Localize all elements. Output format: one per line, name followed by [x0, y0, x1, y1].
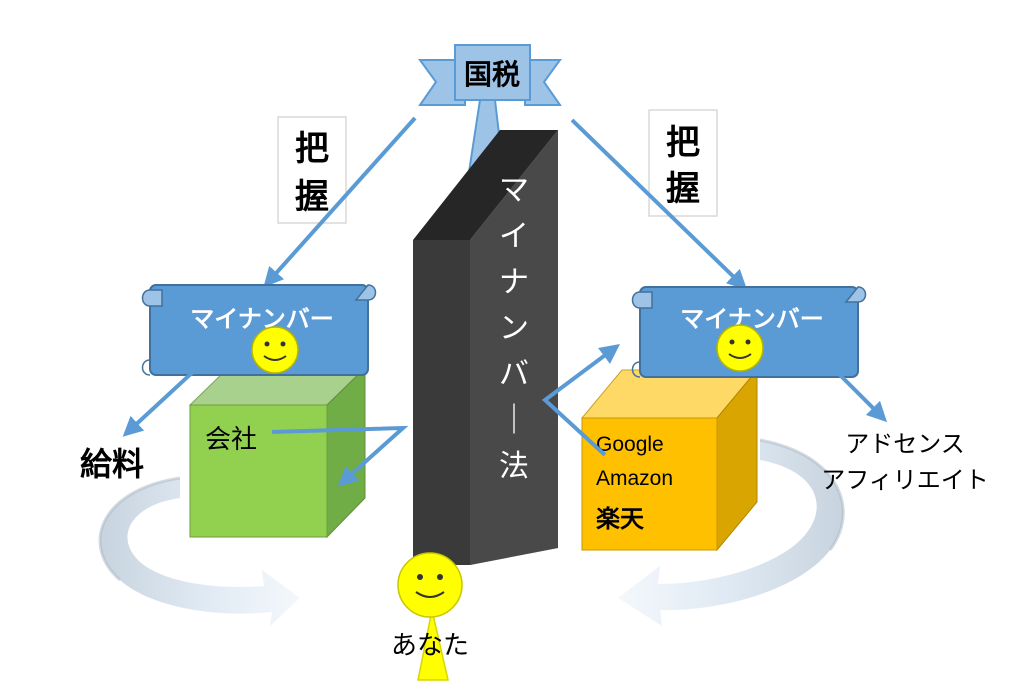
- wall-label-char: マ: [499, 173, 529, 208]
- wall-label-char: イ: [499, 219, 529, 254]
- company-box: 会社: [188, 366, 367, 539]
- affiliate-label: アフィリエイト: [821, 466, 989, 494]
- left-notice-char-2: 握: [295, 177, 329, 217]
- arrow-kokuzei-to-right-scroll: [570, 118, 748, 290]
- kokuzei-label: 国税: [464, 58, 520, 91]
- platform-line-rakuten: 楽天: [596, 505, 644, 533]
- wall-label-char: 法: [499, 449, 529, 484]
- arrow-company-to-wall: [271, 425, 409, 487]
- arrow-kokuzei-to-left-scroll: [263, 116, 417, 288]
- left-scroll-label: マイナンバー: [190, 305, 334, 333]
- left-mynumber-scroll: マイナンバー: [141, 284, 377, 376]
- right-scroll-smiley-icon: [716, 324, 764, 372]
- right-notice-card: 把 握: [648, 109, 718, 217]
- adsense-label: アドセンス: [845, 430, 965, 458]
- right-notice-char-1: 把: [666, 123, 700, 163]
- right-notice-char-2: 握: [666, 169, 700, 209]
- wall-label: マイナンバ ｜ 法: [499, 173, 529, 484]
- company-label: 会社: [205, 425, 257, 455]
- left-cycle-arrow: [98, 476, 300, 626]
- mynumber-law-wall: マイナンバ ｜ 法: [413, 130, 558, 565]
- arrow-platform-to-wall: [541, 344, 621, 457]
- platform-line-google: Google: [596, 433, 664, 456]
- wall-label-char: バ: [499, 357, 529, 392]
- arrow-left-scroll-to-salary: [122, 368, 197, 437]
- wall-label-char: ｜: [499, 403, 529, 438]
- right-cycle-arrow: [618, 438, 845, 626]
- platform-line-amazon: Amazon: [596, 467, 673, 490]
- platform-box: Google Amazon 楽天: [580, 368, 759, 552]
- wall-label-char: ナ: [499, 265, 529, 300]
- person-figure: あなた: [391, 552, 469, 681]
- arrow-right-scroll-to-adsense: [833, 368, 888, 423]
- left-notice-char-1: 把: [295, 129, 329, 169]
- wall-label-char: ン: [499, 311, 529, 346]
- person-label: あなた: [391, 631, 469, 661]
- left-scroll-smiley-icon: [251, 326, 299, 374]
- salary-label: 給料: [80, 445, 144, 483]
